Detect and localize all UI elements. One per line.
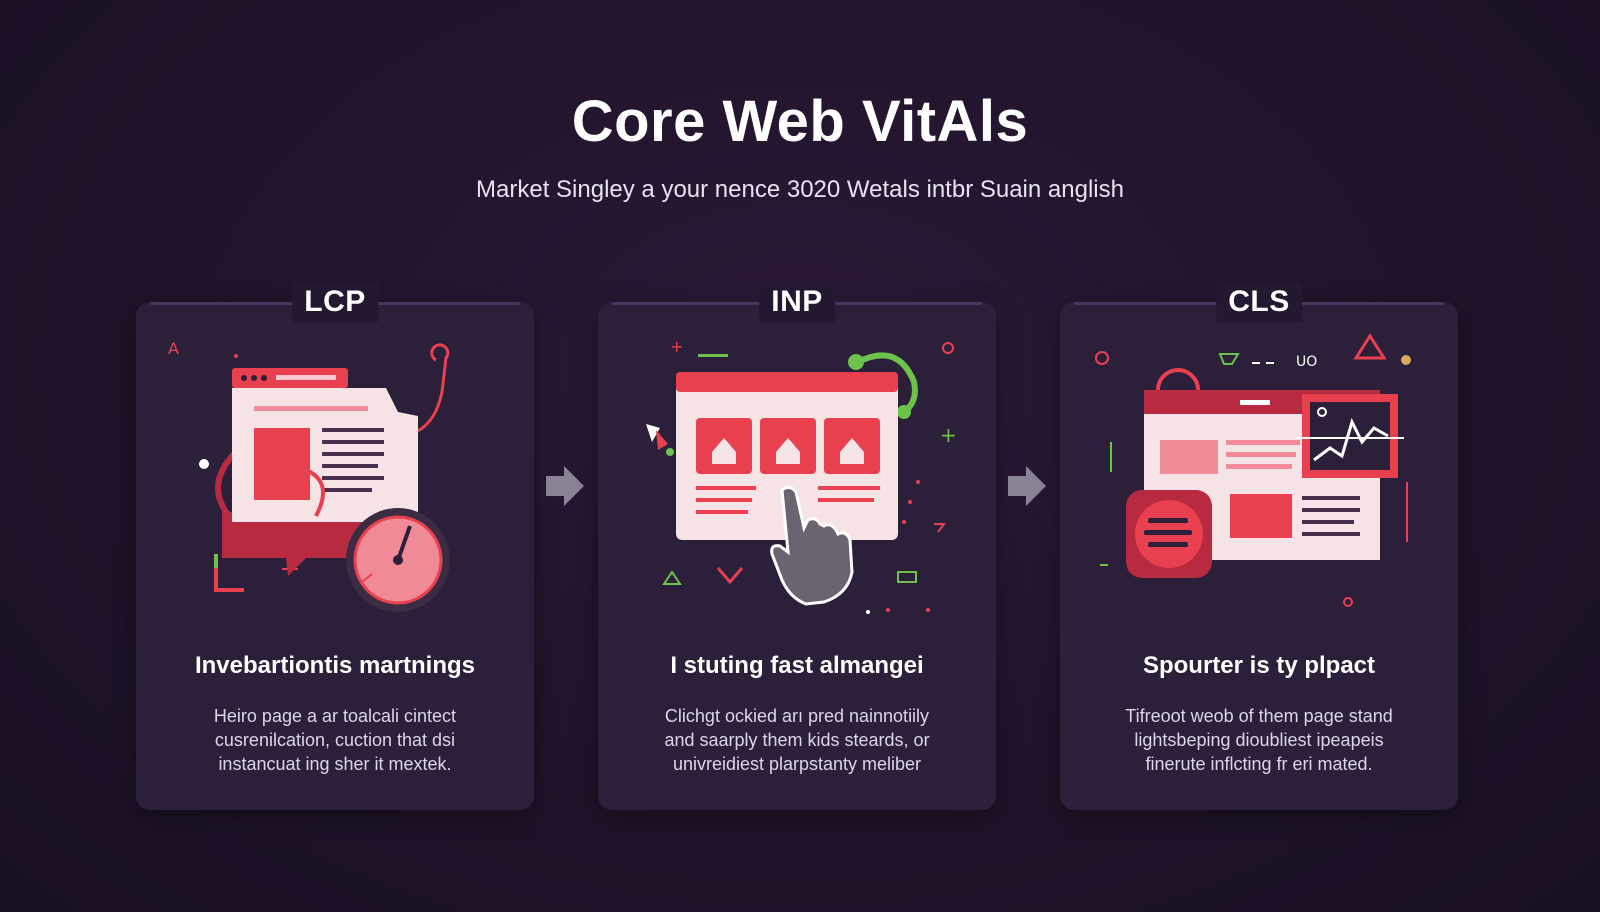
- card-body-line: and saarply them kids steards, or: [664, 730, 930, 750]
- card-body-inp: Clichgt ockied arı pred nainnotiily and …: [628, 704, 966, 776]
- card-body-line: Heiro page a ar toalcali cintect: [213, 706, 457, 726]
- card-label-lcp: LCP: [292, 282, 378, 322]
- card-heading-cls: Spourter is ty plpact: [1142, 652, 1376, 679]
- svg-text:+: +: [940, 423, 957, 447]
- card-body-line: finerute inflcting fr eri mated.: [1145, 754, 1373, 774]
- card-body-line: lightsbeping dioubliest ipeapeis: [1134, 730, 1384, 750]
- card-body-line: univreidiest plarpstanty meliber: [672, 754, 922, 774]
- card-cls: CLS UO: [1060, 282, 1458, 810]
- browser-window-with-gauge-icon: A: [168, 339, 450, 612]
- card-label-cls: CLS: [1216, 282, 1302, 322]
- page-title: Core Web VitAls: [571, 89, 1029, 154]
- card-label-inp: INP: [759, 282, 835, 322]
- browser-window-with-shifting-layout-icon: UO: [1095, 333, 1411, 607]
- svg-text:A: A: [168, 339, 179, 358]
- browser-window-with-pointer-hand-icon: + +: [646, 337, 957, 614]
- arrow-right-icon: [546, 466, 584, 506]
- svg-text:UO: UO: [1296, 354, 1317, 370]
- card-heading-lcp: Invebartiontis martnings: [194, 652, 476, 679]
- arrow-right-icon: [1008, 466, 1046, 506]
- card-body-line: instancuat ing sher it mextek.: [218, 754, 452, 774]
- card-body-line: Clichgt ockied arı pred nainnotiily: [664, 706, 930, 726]
- card-body-line: Tifreoot weob of them page stand: [1125, 706, 1393, 726]
- card-heading-inp: I stuting fast almangei: [670, 652, 924, 679]
- card-body-cls: Tifreoot weob of them page stand lightsb…: [1090, 704, 1428, 776]
- card-body-line: cusrenilcation, cuction that dsi: [214, 730, 456, 750]
- page-subtitle: Market Singley a your nence 3020 Wetals …: [476, 176, 1124, 203]
- card-body-lcp: Heiro page a ar toalcali cintect cusreni…: [166, 704, 504, 776]
- card-lcp: LCP A In: [136, 282, 534, 810]
- card-inp: INP + +: [598, 282, 996, 810]
- svg-text:+: +: [670, 337, 683, 356]
